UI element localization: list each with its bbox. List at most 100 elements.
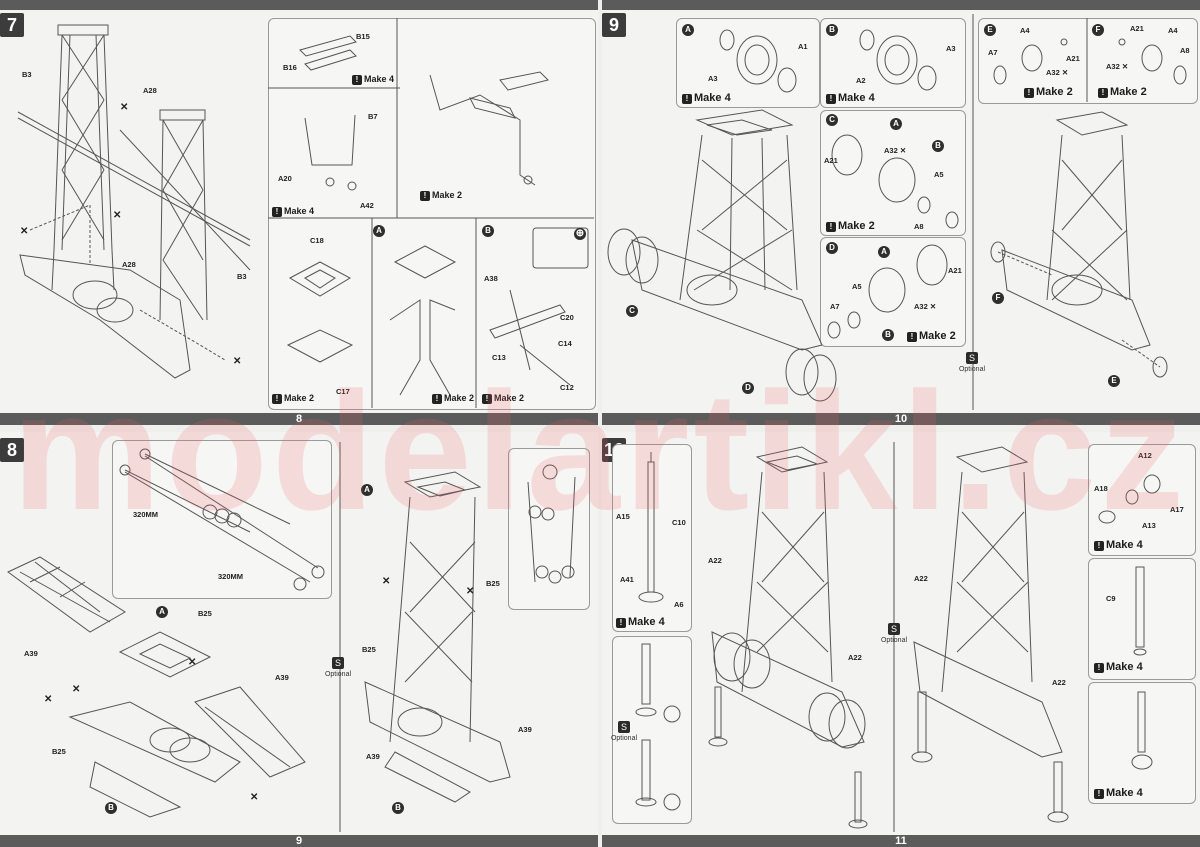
cut-icon-1: ✕ <box>120 102 129 113</box>
label-c9: C9 <box>1106 594 1116 603</box>
label-a7-d: A7 <box>830 302 840 311</box>
magnify-icon: ⊕ <box>574 228 586 240</box>
step-8-number: 8 <box>0 438 24 462</box>
panel-c-wheel <box>820 110 966 236</box>
panel-a-wheel <box>676 18 820 108</box>
label-a2: A2 <box>856 76 866 85</box>
label-b3-right: B3 <box>237 272 247 281</box>
label-a15: A15 <box>616 512 630 521</box>
panel-d-circle: D <box>826 242 838 254</box>
make-2-panel-f: !Make 2 <box>1098 86 1147 98</box>
panel-d-a: A <box>878 246 890 258</box>
label-a20: A20 <box>278 174 292 183</box>
step-7-main-drawing <box>17 24 251 379</box>
cut-icon-f: ✕ <box>466 586 475 597</box>
panel-d-b: B <box>882 329 894 341</box>
page-top-bar <box>0 0 598 10</box>
page-number: 8 <box>295 413 303 425</box>
label-a32-d: A32 ✕ <box>914 302 937 311</box>
step-10-drawings <box>635 442 1161 832</box>
cut-icon-d: ✕ <box>250 792 259 803</box>
make-4-frame: !Make 4 <box>272 206 314 217</box>
cut-icon-4: ✕ <box>233 356 242 367</box>
step-9-drawings <box>607 14 1187 410</box>
wheel-e-marker: E <box>1108 375 1120 387</box>
make-4-c9: !Make 4 <box>1094 661 1143 673</box>
panel-b-circle: B <box>826 24 838 36</box>
instruction-page-10: 9 <box>602 0 1200 425</box>
label-c18: C18 <box>310 236 324 245</box>
label-b7: B7 <box>368 112 378 121</box>
optional-icon: S <box>966 352 978 364</box>
label-a17: A17 <box>1170 505 1184 514</box>
label-a32-e: A32 ✕ <box>1046 68 1069 77</box>
make-2-assembly-a: !Make 2 <box>432 393 474 404</box>
cut-icon-e: ✕ <box>382 576 391 587</box>
label-a21-f: A21 <box>1130 24 1144 33</box>
label-a12: A12 <box>1138 451 1152 460</box>
optional-icon: S <box>888 623 900 635</box>
cut-icon-a: ✕ <box>72 684 81 695</box>
panel-a-circle: A <box>682 24 694 36</box>
page-number-bar: 11 <box>602 835 1200 847</box>
label-a42: A42 <box>360 201 374 210</box>
label-a8-f: A8 <box>1180 46 1190 55</box>
step-9-number: 9 <box>602 13 626 37</box>
label-a22-1: A22 <box>708 556 722 565</box>
label-a28-mid: A28 <box>122 260 136 269</box>
circle-a-marker: A <box>373 225 385 237</box>
label-a7-e: A7 <box>988 48 998 57</box>
make-4-jack: !Make 4 <box>1094 787 1143 799</box>
label-a4-e: A4 <box>1020 26 1030 35</box>
wheel-c-marker: C <box>626 305 638 317</box>
label-320mm-top: 320MM <box>133 510 159 519</box>
cut-icon-b: ✕ <box>44 694 53 705</box>
label-a28-top: A28 <box>143 86 157 95</box>
page-number: 11 <box>895 835 907 847</box>
label-a21-d: A21 <box>948 266 962 275</box>
pulley-cable-panel <box>112 440 332 599</box>
label-c12: C12 <box>560 383 574 392</box>
panel-c-circle: C <box>826 114 838 126</box>
label-a3: A3 <box>708 74 718 83</box>
panel-jack <box>1088 682 1196 804</box>
optional-icon: S <box>618 721 630 733</box>
instruction-page-9: 8 <box>0 432 598 847</box>
label-a21-e: A21 <box>1066 54 1080 63</box>
page-number: 9 <box>295 835 303 847</box>
label-c20: C20 <box>560 313 574 322</box>
label-a13: A13 <box>1142 521 1156 530</box>
wheel-f-marker: F <box>992 292 1004 304</box>
label-320mm-bottom: 320MM <box>218 572 244 581</box>
label-b25-mid: B25 <box>362 645 376 654</box>
label-a32-c: A32 ✕ <box>884 146 907 155</box>
label-a22-3: A22 <box>914 574 928 583</box>
label-a6: A6 <box>674 600 684 609</box>
label-b16: B16 <box>283 63 297 72</box>
cut-icon-2: ✕ <box>113 210 122 221</box>
label-a41: A41 <box>620 575 634 584</box>
cut-icon-3: ✕ <box>20 226 29 237</box>
step-7-sub-drawings <box>268 18 594 408</box>
label-b25-top: B25 <box>198 609 212 618</box>
make-4-wheel: !Make 4 <box>1094 539 1143 551</box>
label-a1: A1 <box>798 42 808 51</box>
label-a5-d: A5 <box>852 282 862 291</box>
make-2-ring: !Make 2 <box>272 393 314 404</box>
panel-e-circle: E <box>984 24 996 36</box>
make-2-panel-c: !Make 2 <box>826 220 875 232</box>
circle-a-marker-2: A <box>361 484 373 496</box>
step-8-drawings <box>7 442 576 832</box>
make-4-panel-b: !Make 4 <box>826 92 875 104</box>
label-a21-c: A21 <box>824 156 838 165</box>
circle-b-marker: B <box>482 225 494 237</box>
label-a22-4: A22 <box>1052 678 1066 687</box>
pulley-detail-panel <box>508 448 590 610</box>
label-a39-br: A39 <box>518 725 532 734</box>
label-a4-f: A4 <box>1168 26 1178 35</box>
label-a8-c: A8 <box>914 222 924 231</box>
